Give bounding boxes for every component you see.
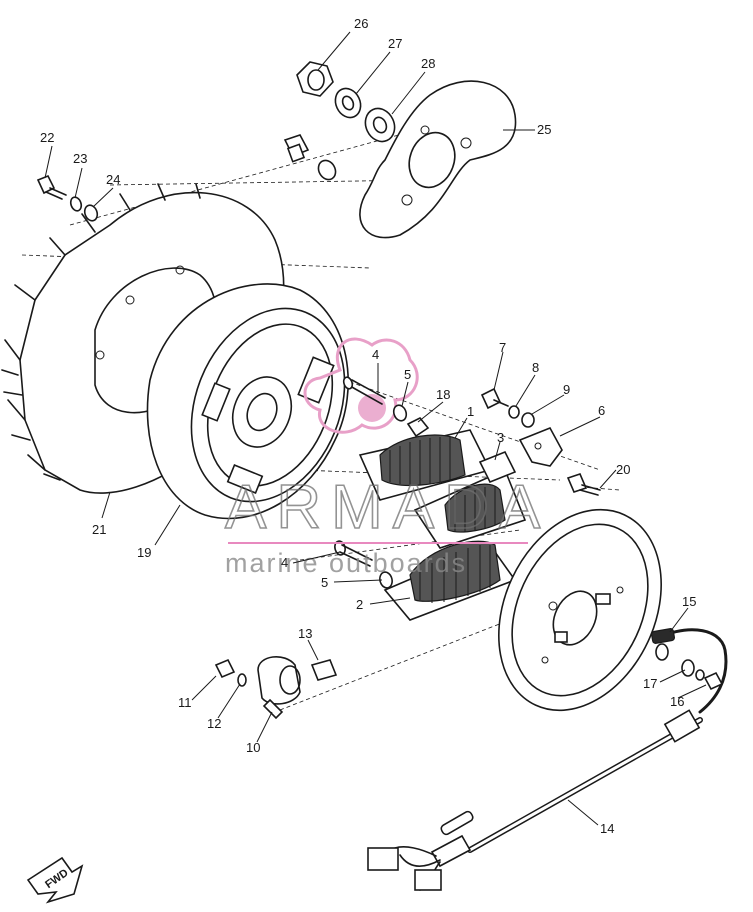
stator-bolt bbox=[566, 473, 601, 496]
callout-6: 6 bbox=[598, 403, 605, 418]
callout-24: 24 bbox=[106, 172, 120, 187]
callout-23: 23 bbox=[73, 151, 87, 166]
wiring-harness bbox=[367, 709, 703, 891]
callout-28: 28 bbox=[421, 56, 435, 71]
forward-direction-badge: FWD bbox=[26, 856, 84, 904]
stator-base-plate bbox=[283, 80, 517, 239]
callout-8: 8 bbox=[532, 360, 539, 375]
callout-22: 22 bbox=[40, 130, 54, 145]
callout-4-upper: 4 bbox=[372, 347, 379, 362]
flywheel-rotor bbox=[146, 283, 349, 520]
watermark-tagline: marine outboards bbox=[225, 548, 467, 578]
stator-plate bbox=[498, 508, 662, 712]
callout-2: 2 bbox=[356, 597, 363, 612]
callout-21: 21 bbox=[92, 522, 106, 537]
callout-16: 16 bbox=[670, 694, 684, 709]
callout-leaders bbox=[44, 31, 707, 826]
watermark-logo bbox=[303, 337, 419, 434]
callout-5-lower: 5 bbox=[321, 575, 328, 590]
cable-clamp-group bbox=[651, 628, 728, 714]
lighting-coil-bracket-group bbox=[480, 387, 563, 467]
coil-screw-lower-group bbox=[334, 540, 393, 589]
callout-1: 1 bbox=[467, 404, 474, 419]
callout-27: 27 bbox=[388, 36, 402, 51]
callout-4-lower: 4 bbox=[281, 555, 288, 570]
callout-14: 14 bbox=[600, 821, 614, 836]
flywheel-nut-and-washers bbox=[296, 61, 396, 143]
exciter-coil-middle bbox=[413, 450, 527, 549]
flywheel-bolt-group bbox=[36, 174, 99, 222]
callout-9: 9 bbox=[563, 382, 570, 397]
callout-18: 18 bbox=[436, 387, 450, 402]
condenser-group bbox=[214, 656, 338, 720]
callout-5-upper: 5 bbox=[404, 367, 411, 382]
callout-12: 12 bbox=[207, 716, 221, 731]
callout-17: 17 bbox=[643, 676, 657, 691]
callout-3: 3 bbox=[497, 430, 504, 445]
callout-7: 7 bbox=[499, 340, 506, 355]
callout-26: 26 bbox=[354, 16, 368, 31]
callout-25: 25 bbox=[537, 122, 551, 137]
callout-11: 11 bbox=[178, 695, 192, 710]
callout-numbers: 1 2 3 4 4 5 5 6 7 8 9 10 11 12 13 14 15 … bbox=[40, 16, 696, 836]
pulser-coil-lower bbox=[383, 540, 517, 621]
watermark: ARMADA marine outboards bbox=[224, 472, 550, 578]
coil-screw-upper-group bbox=[342, 376, 430, 438]
callout-13: 13 bbox=[298, 626, 312, 641]
callout-10: 10 bbox=[246, 740, 260, 755]
callout-19: 19 bbox=[137, 545, 151, 560]
callout-15: 15 bbox=[682, 594, 696, 609]
callout-20: 20 bbox=[616, 462, 630, 477]
watermark-brand: ARMADA bbox=[225, 473, 550, 542]
